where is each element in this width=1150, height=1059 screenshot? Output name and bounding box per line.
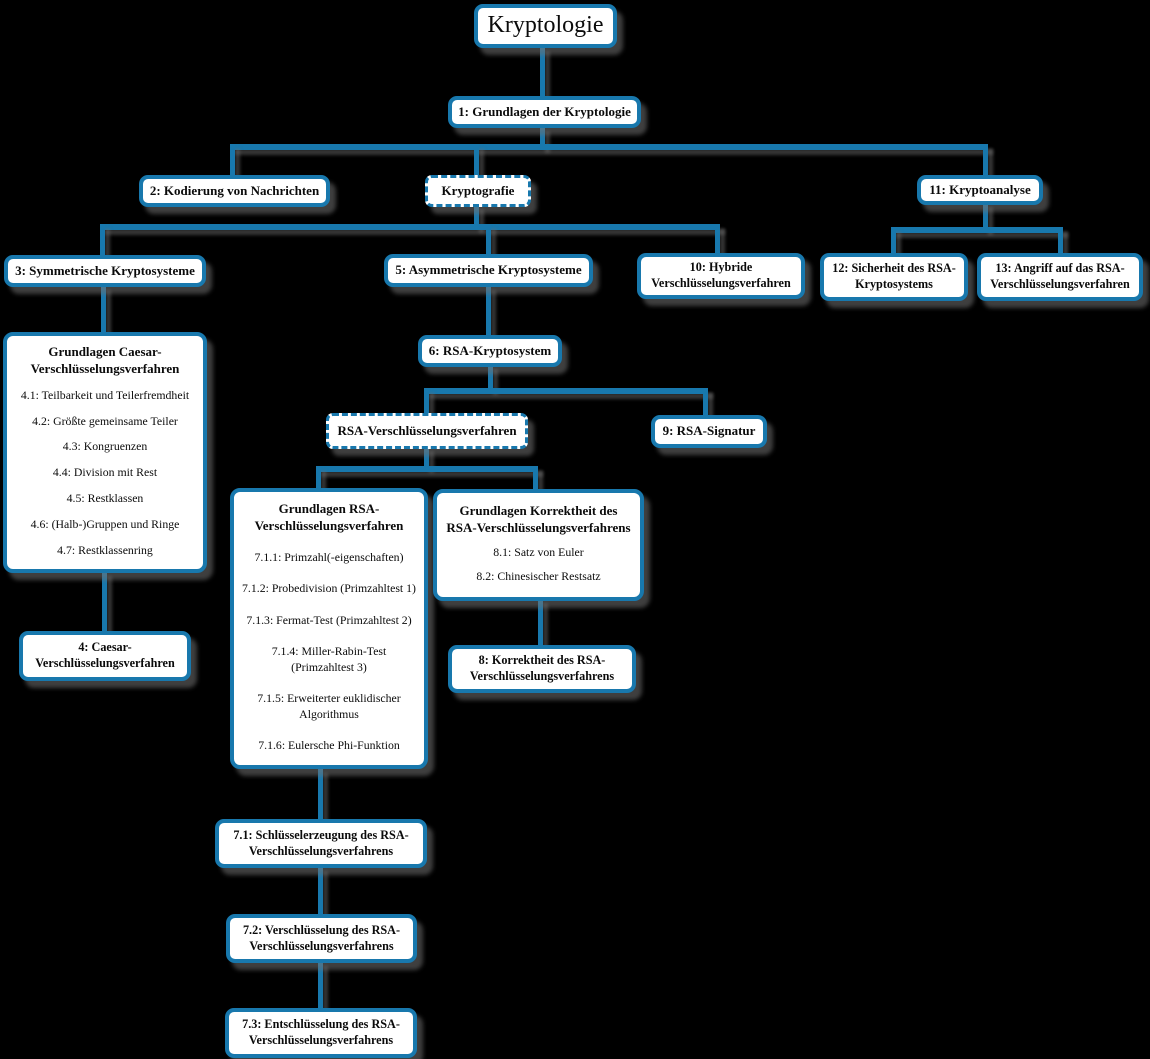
connector [486,224,491,257]
connector [474,144,479,177]
connector [100,224,105,257]
list-item: 4.4: Division mit Rest [52,465,158,480]
node-7-3-entschluesselung: 7.3: Entschlüsselung des RSA-Verschlüsse… [225,1008,417,1058]
connector [891,227,1063,233]
connector [540,46,545,98]
connector [424,388,708,394]
connector [318,961,323,1010]
connector [424,388,429,415]
group-grundlagen-caesar: Grundlagen Caesar-Verschlüsselungsverfah… [3,332,207,573]
connector [100,224,720,230]
node-2-kodierung-von-nachrichten: 2: Kodierung von Nachrichten [139,175,330,207]
node-8-korrektheit-des-rsa-verschluesselungsverfahrens: 8: Korrektheit des RSA-Verschlüsselungsv… [448,645,636,693]
group-grundlagen-korrektheit: Grundlagen Korrektheit des RSA-Verschlüs… [433,489,644,601]
node-7-1-schluesselerzeugung: 7.1: Schlüsselerzeugung des RSA-Verschlü… [215,819,427,868]
list-item: 8.2: Chinesischer Restsatz [476,569,601,584]
node-1-grundlagen-der-kryptologie: 1: Grundlagen der Kryptologie [448,96,641,128]
connector [1058,227,1063,255]
node-10-hybride-verschluesselungsverfahren: 10: Hybride Verschlüsselungsverfahren [637,253,805,299]
connector [316,466,538,472]
list-item: 7.1.2: Probedivision (Primzahltest 1) [242,581,416,596]
connector [230,144,988,150]
node-4-caesar-verschluesselungsverfahren: 4: Caesar-Verschlüsselungsverfahren [19,631,191,681]
list-item: 7.1.6: Eulersche Phi-Funktion [258,738,400,753]
connector [891,227,896,255]
list-item: 7.1.1: Primzahl(-eigenschaften) [254,550,404,565]
connector [101,285,106,334]
node-12-sicherheit-des-rsa-kryptosystems: 12: Sicherheit des RSA-Kryptosystems [820,253,968,301]
list-item: 4.1: Teilbarkeit und Teilerfremdheit [20,387,190,402]
node-3-symmetrische-kryptosysteme: 3: Symmetrische Kryptosysteme [4,255,206,287]
group-title: Grundlagen RSA-Verschlüsselungsverfahren [254,501,404,533]
connector [318,866,323,916]
list-item: 4.2: Größte gemeinsame Teiler [32,413,178,428]
connector [424,446,429,468]
list-item: 4.6: (Halb-)Gruppen und Ringe [30,517,180,532]
connector [318,768,323,821]
connector [230,144,235,177]
connector [533,466,538,491]
connector [474,204,479,228]
list-item: 4.3: Kongruenzen [62,439,148,454]
group-grundlagen-rsa: Grundlagen RSA-Verschlüsselungsverfahren… [230,488,428,769]
connector [715,224,720,255]
group-title: Grundlagen Caesar-Verschlüsselungsverfah… [30,344,180,376]
connector [316,466,321,490]
node-13-angriff-auf-das-rsa-verschluesselungsverfahren: 13: Angriff auf das RSA-Verschlüsselungs… [977,253,1143,301]
connector [488,364,493,390]
connector [538,598,543,647]
connector [983,144,988,177]
connector [486,285,491,337]
list-item: 7.1.5: Erweiterter euklidischer Algorith… [257,690,401,721]
connector [983,202,988,230]
node-9-rsa-signatur: 9: RSA-Signatur [651,415,767,448]
connector [703,388,708,417]
list-item: 8.1: Satz von Euler [493,544,584,559]
node-6-rsa-kryptosystem: 6: RSA-Kryptosystem [418,335,562,367]
list-item: 7.1.4: Miller-Rabin-Test (Primzahltest 3… [271,643,387,674]
node-rsa-verschluesselungsverfahren: RSA-Verschlüsselungsverfahren [326,413,528,449]
node-kryptologie: Kryptologie [474,4,617,48]
list-item: 4.7: Restklassenring [57,542,153,557]
list-item: 7.1.3: Fermat-Test (Primzahltest 2) [246,612,412,627]
group-title: Grundlagen Korrektheit des RSA-Verschlüs… [446,503,631,535]
connector [540,126,545,148]
node-5-asymmetrische-kryptosysteme: 5: Asymmetrische Kryptosysteme [384,254,593,287]
node-7-2-verschluesselung: 7.2: Verschlüsselung des RSA-Verschlüsse… [226,914,417,963]
node-11-kryptoanalyse: 11: Kryptoanalyse [917,175,1043,205]
connector [102,571,107,633]
node-kryptografie: Kryptografie [425,175,531,207]
list-item: 4.5: Restklassen [66,491,144,506]
